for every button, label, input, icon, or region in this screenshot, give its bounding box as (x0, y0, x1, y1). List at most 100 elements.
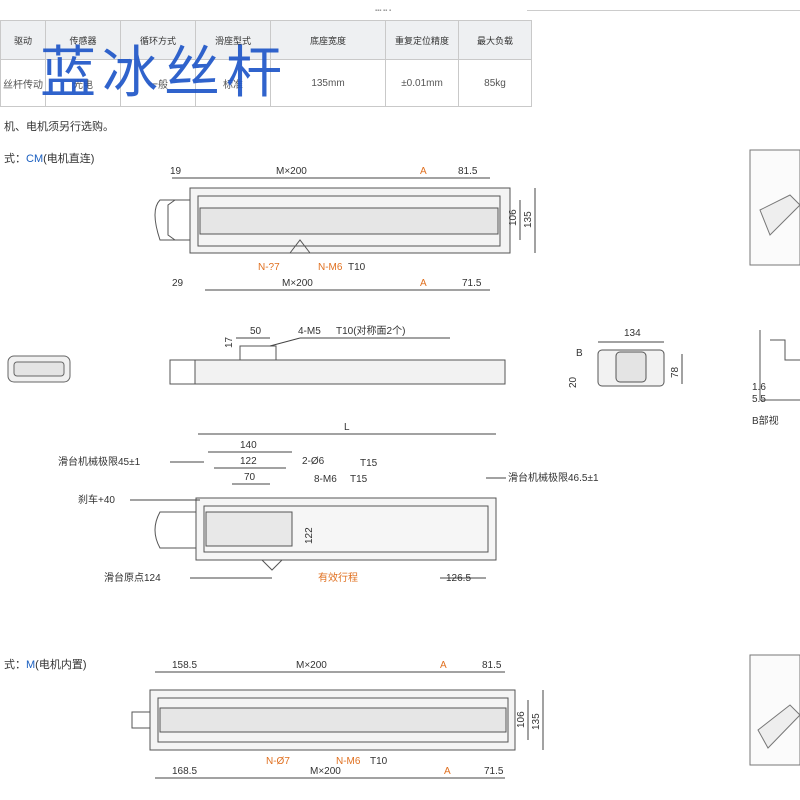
right-detail (759, 330, 800, 401)
side-motor (169, 359, 195, 385)
iso-top (13, 361, 65, 377)
spec-header-cell: 底座宽度 (270, 20, 386, 60)
dim-label: 71.5 (462, 278, 482, 289)
label-stroke: 有效行程 (318, 571, 358, 584)
detail-carriage (205, 511, 293, 547)
dim-label: A (420, 166, 427, 177)
hole-label: N-M6 (336, 756, 361, 767)
spec-header-row: 驱动 传感器 循环方式 滑座型式 底座宽度 重复定位精度 最大负载 (0, 20, 532, 60)
top-view-m (131, 671, 544, 779)
rail-channel (199, 207, 499, 235)
spec-header-cell: 循环方式 (120, 20, 196, 60)
detail-label: B部视 (752, 414, 779, 427)
dim-label: 17 (224, 336, 235, 348)
watermark: 蓝冰丝杆 (40, 41, 288, 106)
slide-cover (197, 195, 501, 247)
hole-label: N-Ø7 (266, 756, 290, 767)
dim-label: L (344, 422, 350, 433)
motor-flange (154, 199, 190, 241)
spec-header-cell: 传感器 (45, 20, 121, 60)
hole-label: N-?7 (258, 262, 280, 273)
section-title-m: 式：M(电机内置) (4, 656, 87, 672)
dim-label: 50 (250, 326, 262, 337)
dim-label: 106 (516, 711, 527, 728)
dim-label: T15 (350, 474, 368, 485)
page-header: ▪▪▪ ▪▪ ▪ (375, 8, 392, 14)
hole-label: T10 (370, 756, 388, 767)
spec-header-cell: 滑座型式 (195, 20, 271, 60)
detail-view (130, 433, 506, 579)
label-right-limit: 滑台机械极限46.5±1 (508, 471, 599, 484)
dim-label: 78 (670, 366, 681, 378)
callout-label: 4-M5 (298, 326, 321, 337)
dim-label: 158.5 (172, 660, 197, 671)
side-carriage (239, 345, 277, 361)
iso-right-top (749, 149, 800, 266)
dim-label: A (444, 766, 451, 777)
detail-inner (203, 505, 489, 553)
label-brake: 刹车+40 (78, 493, 115, 506)
section-desc: (电机内置) (35, 659, 87, 671)
iso-shape (759, 194, 800, 236)
dim-label: 20 (568, 376, 579, 388)
spec-value-cell: 光电 (45, 59, 121, 107)
label-origin: 滑台原点124 (104, 571, 161, 584)
section-prefix: 式： (4, 659, 26, 671)
section-title-cm: 式：CM(电机直连) (4, 150, 94, 166)
spec-table: 驱动 传感器 循环方式 滑座型式 底座宽度 重复定位精度 最大负载 丝杆传动 光… (0, 20, 532, 107)
dim-label: 71.5 (484, 766, 504, 777)
spec-value-cell: 标准 (195, 59, 271, 107)
dim-label: T15 (360, 458, 378, 469)
spec-header-cell: 重复定位精度 (385, 20, 459, 60)
section-prefix: 式： (4, 153, 26, 165)
iso-right-bottom (749, 654, 800, 766)
dim-label: 134 (624, 328, 641, 339)
side-body (194, 359, 506, 385)
top-view-cm (154, 177, 536, 291)
hole-label: T10 (348, 262, 366, 273)
dim-label: 1.6 (752, 382, 766, 393)
detail-motor (154, 511, 196, 549)
detail-step (770, 339, 800, 361)
dim-label: 168.5 (172, 766, 197, 777)
label-left-limit: 滑台机械极限45±1 (58, 455, 141, 468)
dim-label: 8-M6 (314, 474, 337, 485)
end-view (597, 341, 683, 387)
dim-label: 81.5 (458, 166, 478, 177)
spec-header-cell: 驱动 (0, 20, 46, 60)
dim-label: 5.5 (752, 394, 766, 405)
origin-notch (261, 559, 283, 571)
dim-label: B (576, 348, 583, 359)
dim-label: 19 (170, 166, 182, 177)
motor-coupling (167, 199, 176, 241)
callout-note: T10(对称面2个) (336, 324, 405, 337)
dim-label: 70 (244, 472, 256, 483)
spec-value-cell: 85kg (458, 59, 532, 107)
dim-label: M×200 (282, 278, 313, 289)
motor-cap (131, 711, 151, 729)
dim-label: 135 (523, 211, 534, 228)
spec-value-cell: 丝杆传动 (0, 59, 46, 107)
hole-label: N-M6 (318, 262, 343, 273)
side-view (169, 337, 506, 385)
dim-label: M×200 (310, 766, 341, 777)
callout-leader (269, 337, 301, 347)
dim-label: 106 (508, 209, 519, 226)
dim-label: A (440, 660, 447, 671)
dim-label: 29 (172, 278, 184, 289)
dim-label: M×200 (296, 660, 327, 671)
detail-profile (759, 330, 800, 401)
section-code: M (26, 659, 36, 671)
spec-value-cell: 135mm (270, 59, 386, 107)
dim-label: 135 (531, 713, 542, 730)
purchase-note: 机、电机须另行选购。 (4, 121, 114, 133)
centre-notch (289, 239, 311, 254)
dim-label: 122 (304, 527, 315, 544)
spec-value-cell: ±0.01mm (385, 59, 459, 107)
label-right-end: 126.5 (446, 573, 471, 584)
iso-shape (757, 704, 800, 749)
top-border (527, 10, 800, 11)
dim-label: 2-Ø6 (302, 456, 325, 467)
section-desc: (电机直连) (43, 153, 95, 165)
